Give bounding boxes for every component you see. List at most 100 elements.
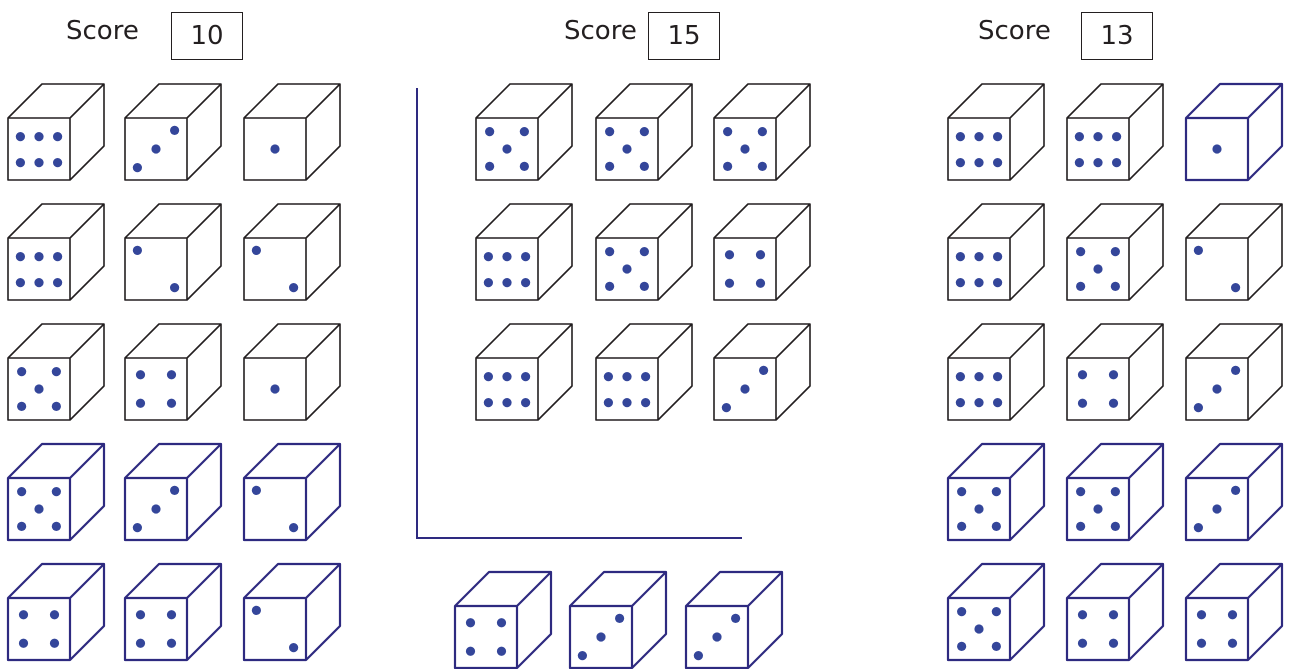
die-pip	[1212, 144, 1221, 153]
divider-line	[417, 88, 742, 538]
die-pip	[16, 158, 25, 167]
die-pip	[484, 398, 493, 407]
die-pip	[1078, 399, 1087, 408]
die-pip	[270, 384, 279, 393]
die-pip	[1109, 639, 1118, 648]
die-pip	[1076, 487, 1085, 496]
die-3-2	[1067, 84, 1163, 180]
die-3-6	[1186, 204, 1282, 300]
die-pip	[605, 162, 614, 171]
die-1-3	[244, 84, 340, 180]
die-pip	[993, 278, 1002, 287]
die-pip	[722, 403, 731, 412]
die-pip	[712, 632, 721, 641]
die-pip	[756, 250, 765, 259]
die-pip	[19, 639, 28, 648]
die-pip	[1093, 158, 1102, 167]
die-3-15	[1186, 564, 1282, 660]
die-pip	[484, 252, 493, 261]
die-pip	[1197, 639, 1206, 648]
die-pip	[16, 132, 25, 141]
die-pip	[957, 607, 966, 616]
die-pip	[1075, 132, 1084, 141]
die-pip	[1109, 370, 1118, 379]
die-pip	[605, 247, 614, 256]
die-pip	[723, 162, 732, 171]
die-outline	[244, 324, 340, 420]
die-pip	[759, 366, 768, 375]
die-1-4	[8, 204, 104, 300]
dice-layer	[8, 84, 1282, 668]
die-pip	[1111, 247, 1120, 256]
die-pip	[1194, 403, 1203, 412]
die-1-2	[125, 84, 221, 180]
die-pip	[485, 162, 494, 171]
die-pip	[956, 132, 965, 141]
die-pip	[52, 522, 61, 531]
die-2-6	[714, 204, 810, 300]
die-pip	[1078, 610, 1087, 619]
die-3-11	[1067, 444, 1163, 540]
die-pip	[740, 144, 749, 153]
die-2-9	[714, 324, 810, 420]
die-1-7	[8, 324, 104, 420]
die-pip	[993, 398, 1002, 407]
die-2-2	[596, 84, 692, 180]
die-pip	[252, 486, 261, 495]
die-pip	[956, 158, 965, 167]
die-pip	[758, 162, 767, 171]
die-pip	[957, 487, 966, 496]
die-pip	[956, 252, 965, 261]
die-1-10	[8, 444, 104, 540]
die-3-9	[1186, 324, 1282, 420]
die-pip	[520, 162, 529, 171]
die-2-12	[686, 572, 782, 668]
die-pip	[1093, 504, 1102, 513]
die-pip	[34, 158, 43, 167]
die-pip	[484, 278, 493, 287]
die-pip	[252, 606, 261, 615]
die-pip	[1111, 487, 1120, 496]
die-pip	[758, 127, 767, 136]
die-pip	[521, 252, 530, 261]
die-pip	[17, 367, 26, 376]
die-pip	[502, 372, 511, 381]
die-pip	[50, 610, 59, 619]
die-pip	[521, 278, 530, 287]
die-1-6	[244, 204, 340, 300]
die-pip	[136, 399, 145, 408]
die-3-3	[1186, 84, 1282, 180]
die-pip	[53, 158, 62, 167]
die-1-5	[125, 204, 221, 300]
die-pip	[1231, 486, 1240, 495]
die-pip	[974, 278, 983, 287]
die-pip	[16, 278, 25, 287]
die-pip	[723, 127, 732, 136]
die-pip	[694, 651, 703, 660]
die-1-14	[125, 564, 221, 660]
die-pip	[34, 132, 43, 141]
die-pip	[1112, 132, 1121, 141]
die-pip	[497, 618, 506, 627]
die-pip	[16, 252, 25, 261]
die-pip	[136, 370, 145, 379]
die-pip	[992, 607, 1001, 616]
die-pip	[133, 246, 142, 255]
die-2-11	[570, 572, 666, 668]
die-pip	[1194, 523, 1203, 532]
die-pip	[17, 522, 26, 531]
die-pip	[497, 647, 506, 656]
die-3-4	[948, 204, 1044, 300]
die-pip	[956, 372, 965, 381]
die-pip	[604, 372, 613, 381]
die-pip	[622, 144, 631, 153]
die-pip	[725, 279, 734, 288]
die-pip	[1076, 522, 1085, 531]
die-pip	[53, 278, 62, 287]
die-pip	[34, 278, 43, 287]
die-pip	[974, 158, 983, 167]
die-2-4	[476, 204, 572, 300]
die-1-13	[8, 564, 104, 660]
die-pip	[1075, 158, 1084, 167]
